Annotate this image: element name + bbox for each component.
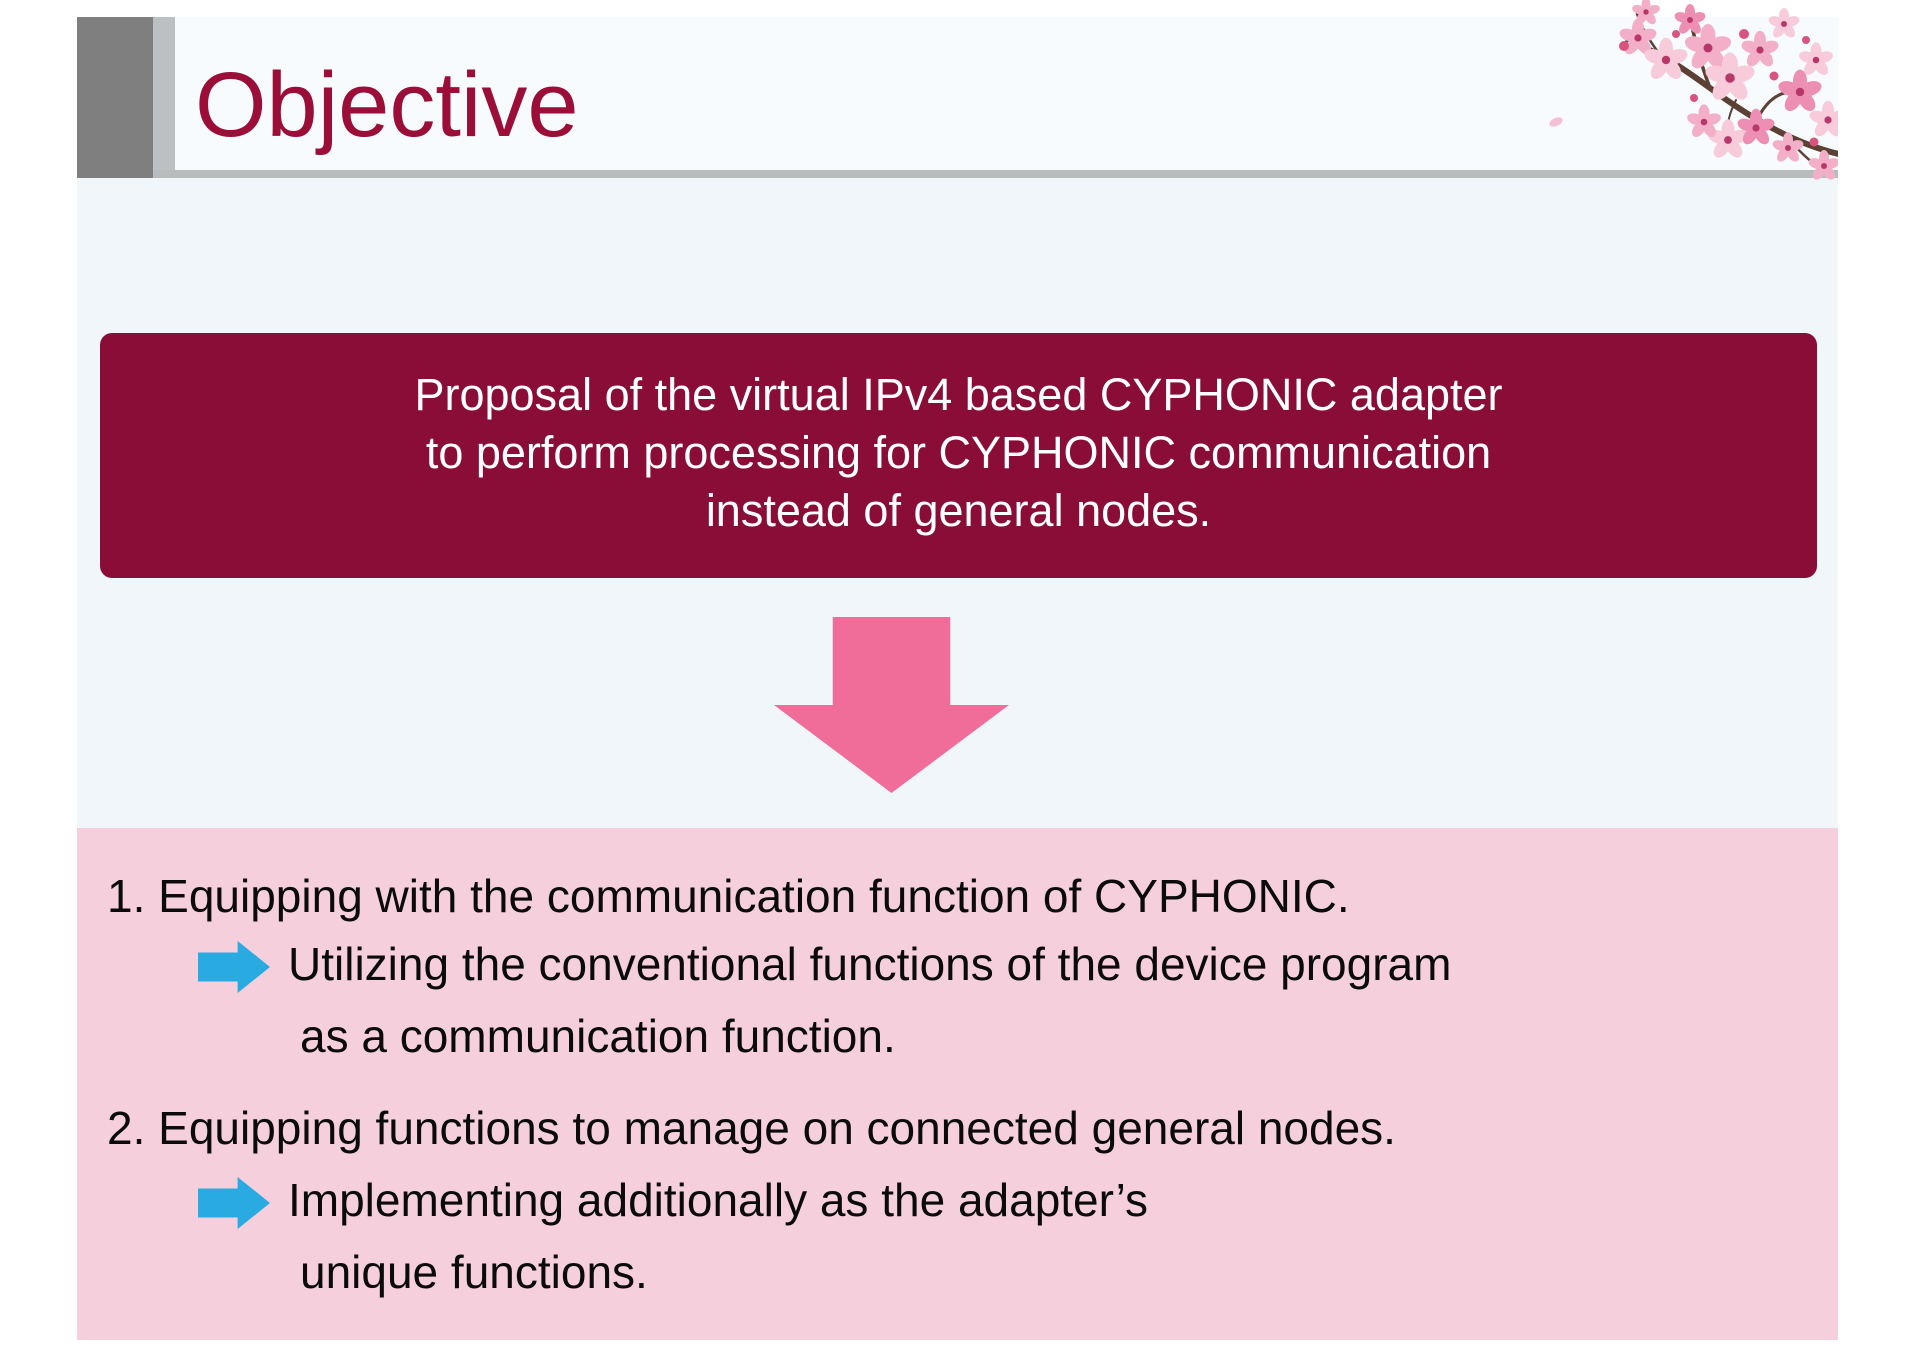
sub-item-text: Implementing additionally as the adapter… — [288, 1174, 1149, 1226]
proposal-line: instead of general nodes. — [705, 485, 1212, 536]
results-section: 1. Equipping with the communication func… — [77, 828, 1838, 1340]
slide-canvas: Objective Proposal of the virtual IPv4 b… — [77, 17, 1838, 1340]
list-item-text: Equipping functions to manage on connect… — [158, 1102, 1396, 1154]
corner-accent-square — [77, 17, 153, 178]
right-arrow-icon — [198, 941, 270, 993]
proposal-line: Proposal of the virtual IPv4 based CYPHO… — [414, 369, 1503, 420]
down-arrow-icon — [774, 617, 1009, 793]
right-arrow-icon — [198, 1177, 270, 1229]
list-item-number: 2. — [107, 1102, 146, 1154]
page-title: Objective — [195, 54, 579, 156]
cherry-blossom-decoration — [1549, 0, 1838, 182]
title-header-band — [175, 17, 1838, 170]
sub-item-text: as a communication function. — [300, 1010, 896, 1062]
proposal-line: to perform processing for CYPHONIC commu… — [425, 427, 1492, 478]
list-item-2: 2. Equipping functions to manage on conn… — [107, 1098, 1396, 1158]
sub-item-text: unique functions. — [300, 1246, 648, 1298]
title-underline — [98, 170, 1838, 178]
list-item-number: 1. — [107, 870, 146, 922]
corner-accent-strip — [153, 17, 175, 170]
list-item-1: 1. Equipping with the communication func… — [107, 866, 1350, 926]
sub-item-text: Utilizing the conventional functions of … — [288, 938, 1452, 990]
proposal-box: Proposal of the virtual IPv4 based CYPHO… — [100, 333, 1817, 578]
list-item-text: Equipping with the communication functio… — [158, 870, 1350, 922]
